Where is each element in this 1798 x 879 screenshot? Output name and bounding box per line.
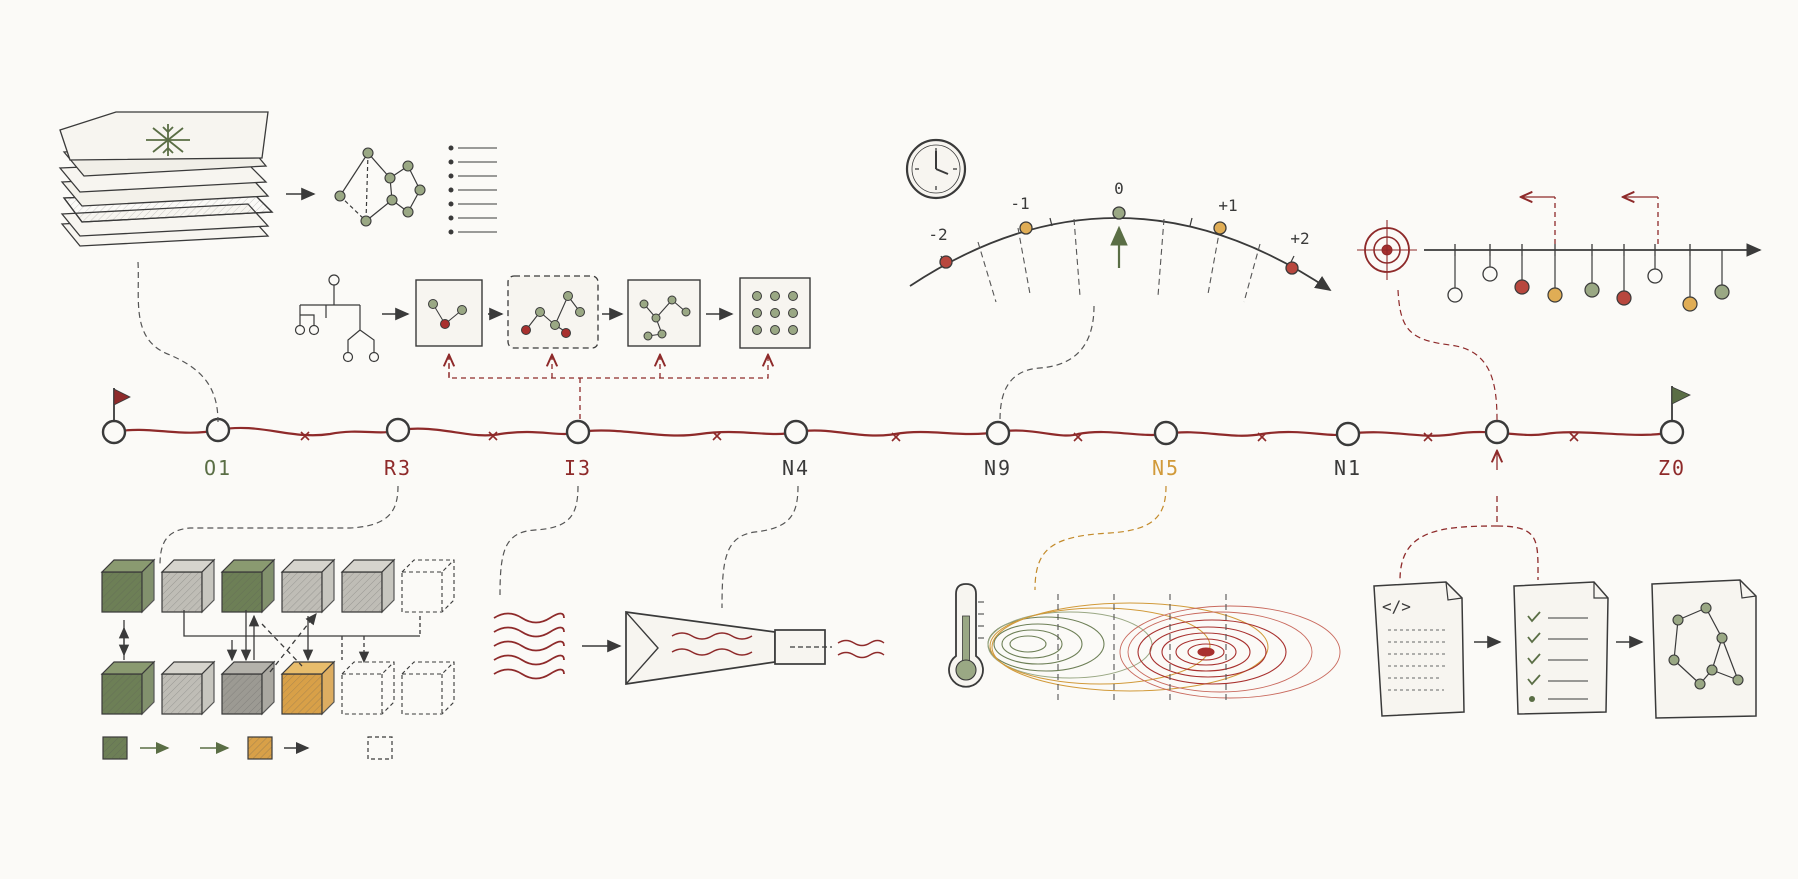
pipeline-box-2 [507,275,599,349]
cube [100,660,156,716]
cube [401,661,455,715]
cube-legend [102,736,393,760]
cube [160,558,216,614]
timeline-node [565,419,591,445]
graph-document-icon [1651,579,1757,719]
target-icon [1357,220,1417,280]
arc-scale-marker [1213,221,1227,235]
arc-scale-marker [1019,221,1033,235]
pipeline-box-1 [415,279,483,347]
arc-scale-marker [939,255,953,269]
cube [160,660,216,716]
connector-arc-n9 [999,305,1095,421]
arc-scale-label: -1 [1010,194,1029,213]
timeline-node-label: N1 [1334,456,1362,480]
cube [280,660,336,716]
pipeline-feedback-loop [449,354,768,420]
arc-scale-label: +2 [1290,229,1309,248]
cube [401,559,455,613]
cube [220,660,276,716]
funnel-icon [625,611,885,685]
timeline-node-label: N9 [984,456,1012,480]
checklist-document-icon [1513,581,1609,715]
network-graph [334,147,426,227]
timeline: O1 R3 I3 N4 N9 N5 N1 Z0 [101,386,1691,480]
end-flag-icon [1671,386,1691,420]
cube [100,558,156,614]
timeline-node-label: Z0 [1658,456,1686,480]
cube-grid-connectors [118,610,421,673]
arc-scale-marker [1285,261,1299,275]
timeline-node [1659,419,1685,445]
cube [341,661,395,715]
tree-structure [294,274,380,363]
arc-scale-label: 0 [1114,179,1124,198]
timeline-node [385,417,411,443]
start-flag-icon [113,388,131,420]
bullet-list [448,145,497,235]
stacked-sheets [58,111,274,247]
cube [280,558,336,614]
cube [340,558,396,614]
timeline-node-label: O1 [204,456,232,480]
timeline-node-label: I3 [564,456,592,480]
timeline-node-label: N5 [1152,456,1180,480]
timeline-node-label: N4 [782,456,810,480]
pipeline-box-3 [627,279,701,347]
heat-contours [987,594,1341,704]
event-axis [1424,197,1762,312]
cube-grid [100,558,455,716]
connector-i3-waves [499,485,579,596]
timeline-node [1335,421,1361,447]
connector-n4-funnel [721,485,799,609]
code-document-label: </> [1382,597,1411,616]
timeline-node [783,419,809,445]
timeline-node [985,420,1011,446]
document-connectors [1399,452,1539,581]
arc-scale-marker [1112,206,1126,220]
timeline-x-marks [300,431,1579,442]
timeline-node [101,419,127,445]
arc-scale-label: -2 [928,225,947,244]
pipeline-box-4 [739,277,811,349]
connector-target-node [1397,289,1498,421]
cube [220,558,276,614]
timeline-line [113,426,1673,437]
arc-scale: -2 -1 0 +1 +2 [909,179,1332,303]
timeline-node-label: R3 [384,456,412,480]
clock-icon [905,138,967,200]
timeline-node [205,417,231,443]
snowflake-icon [146,124,190,156]
code-document-icon: </> [1373,581,1465,717]
wave-lines [493,612,565,680]
arc-scale-label: +1 [1218,196,1237,215]
connector-r3-cubes [159,485,399,566]
connector-sheets-o1 [137,261,219,423]
timeline-node [1484,419,1510,445]
thermometer-icon [948,583,984,688]
timeline-node [1153,420,1179,446]
connector-n5-heatmap [1034,485,1167,591]
